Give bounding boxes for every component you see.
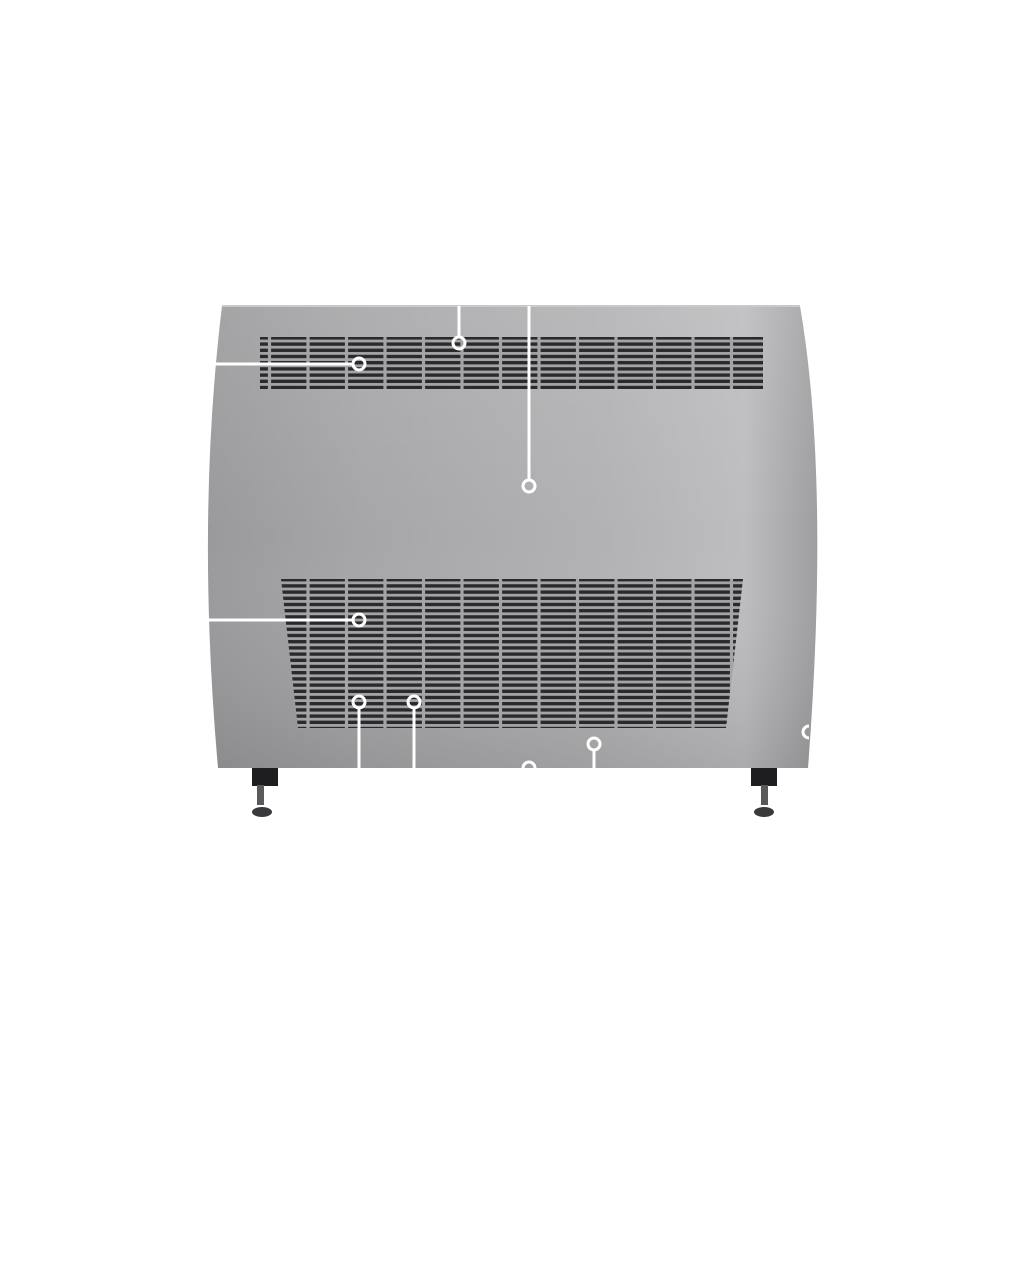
callout-marker-left-bottom (351, 612, 367, 628)
callout-marker-bottom-a (351, 694, 367, 710)
callout-marker-top-grille (451, 335, 467, 351)
callout-marker-center (521, 478, 537, 494)
left-leg (252, 768, 278, 817)
callout-marker-bottom-c (586, 736, 602, 752)
callouts (208, 306, 810, 769)
callout-marker-bottom-b (406, 694, 422, 710)
top-air-grille (260, 337, 763, 389)
right-leg (751, 768, 777, 817)
bottom-air-grille (281, 579, 743, 728)
callout-marker-bottom-center (521, 760, 537, 769)
callout-marker-left-top (351, 356, 367, 372)
callout-marker-right-edge (801, 724, 810, 740)
